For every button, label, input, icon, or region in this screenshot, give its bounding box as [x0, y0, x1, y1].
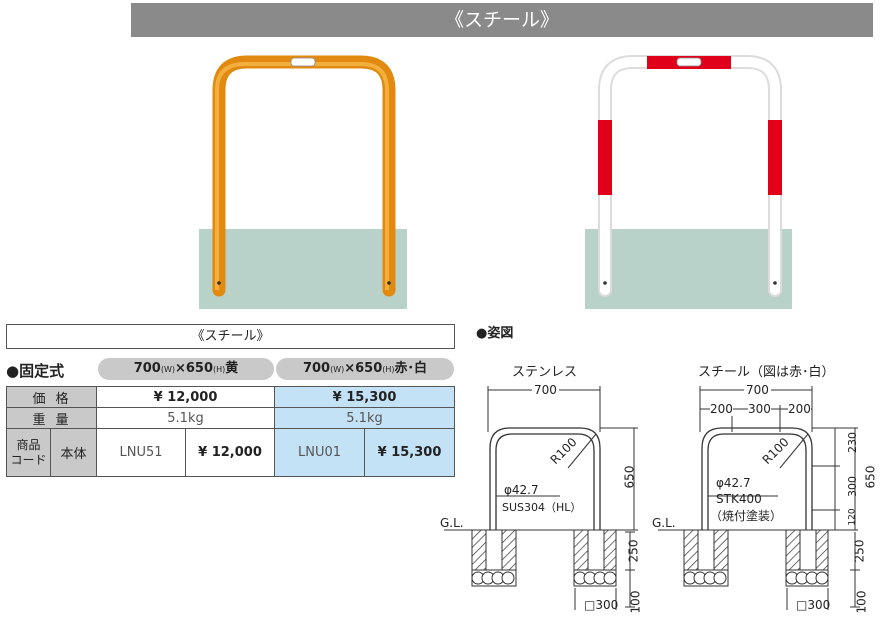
steel-seg1: 200	[710, 402, 733, 416]
fixed-type-label: ●固定式	[6, 362, 65, 380]
steel-footing: □300	[796, 598, 831, 612]
red-band-right	[768, 120, 782, 195]
section-title-box: 《スチール》	[6, 324, 455, 349]
steel-finish: （焼付塗装）	[710, 509, 783, 523]
price-yellow: ¥ 12,000	[96, 386, 275, 408]
code-price-red-white: ¥ 15,300	[364, 428, 455, 477]
dimension-drawings	[444, 386, 860, 610]
stainless-gl: G.L.	[440, 516, 464, 530]
table-row-weight: 重量 5.1kg 5.1kg	[6, 407, 455, 429]
figure-title: ●姿図	[476, 326, 514, 341]
stainless-base: 100	[628, 590, 643, 614]
stainless-embed: 250	[626, 539, 641, 563]
code-label: 商品コード	[6, 428, 51, 477]
variant-pill-red-white: 700(W)×650(H)赤･白	[276, 358, 454, 380]
variant-pill-yellow: 700(W)×650(H)黄	[98, 358, 274, 380]
code-price-yellow: ¥ 12,000	[185, 428, 275, 477]
yellow-bollard-photo	[199, 55, 407, 309]
header-title: 《スチール》	[444, 9, 559, 31]
steel-seg3: 200	[788, 402, 811, 416]
code-red-white: LNU01	[274, 428, 365, 477]
steel-material: STK400	[716, 492, 762, 506]
stainless-footing: □300	[584, 598, 619, 612]
stainless-width: 700	[532, 383, 559, 397]
table-row-code: 商品コード 本体 LNU51 ¥ 12,000 LNU01 ¥ 15,300	[6, 428, 455, 477]
steel-diameter: φ42.7	[716, 476, 751, 490]
red-band-left	[598, 120, 612, 195]
stainless-height: 650	[622, 465, 637, 489]
price-red-white: ¥ 15,300	[274, 386, 455, 408]
stainless-diameter: φ42.7	[504, 483, 539, 497]
steel-seg2: 300	[748, 402, 771, 416]
spec-table: 価格 ¥ 12,000 ¥ 15,300 重量 5.1kg 5.1kg 商品コー…	[6, 386, 455, 477]
steel-embed: 250	[852, 539, 867, 563]
steel-width: 700	[744, 383, 771, 397]
steel-caption: スチール（図は赤･白）	[698, 365, 835, 380]
stainless-material: SUS304（HL）	[502, 501, 582, 514]
steel-height: 650	[863, 465, 878, 489]
steel-gl: G.L.	[652, 516, 676, 530]
stainless-caption: ステンレス	[512, 365, 578, 380]
steel-band3: 120	[847, 508, 858, 526]
table-row-price: 価格 ¥ 12,000 ¥ 15,300	[6, 386, 455, 408]
bollard-plate	[290, 57, 316, 67]
section-title: 《スチール》	[191, 329, 270, 344]
ground-panel	[585, 229, 792, 309]
ground-panel	[199, 229, 407, 309]
bollard-plate	[676, 57, 702, 67]
steel-band2: 300	[846, 476, 859, 497]
weight-label: 重量	[6, 407, 97, 429]
header-bar: 《スチール》	[131, 3, 873, 37]
weight-yellow: 5.1kg	[96, 407, 275, 429]
steel-base: 100	[854, 590, 869, 614]
steel-band1: 230	[846, 432, 859, 453]
code-yellow: LNU51	[96, 428, 186, 477]
body-label: 本体	[50, 428, 97, 477]
price-label: 価格	[6, 386, 97, 408]
red-white-bollard-photo	[585, 55, 792, 309]
weight-red-white: 5.1kg	[274, 407, 455, 429]
